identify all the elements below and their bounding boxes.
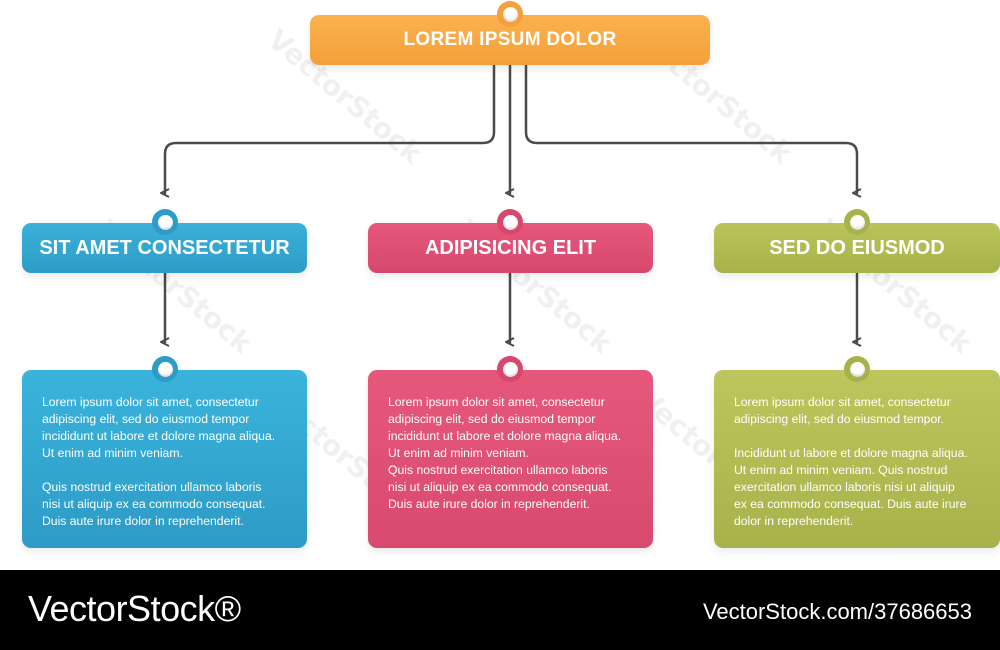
- root-pin-icon: [497, 1, 523, 27]
- category-pin-icon: [152, 209, 178, 235]
- description-pin-icon: [152, 356, 178, 382]
- description-box-sed-do: Lorem ipsum dolor sit amet, consectetur …: [714, 370, 1000, 548]
- connector-root-to-left: [160, 63, 496, 198]
- description-paragraph: Lorem ipsum dolor sit amet, consectetur …: [388, 395, 622, 511]
- category-label: ADIPISICING ELIT: [424, 236, 597, 259]
- description-box-sit-amet: Lorem ipsum dolor sit amet, consectetur …: [22, 370, 307, 548]
- footer-url: VectorStock.com/37686653: [702, 599, 972, 624]
- description-paragraph: Quis nostrud exercitation ullamco labori…: [42, 480, 266, 528]
- description-box-adipisicing: Lorem ipsum dolor sit amet, consectetur …: [368, 370, 653, 548]
- description-paragraph: Incididunt ut labore et dolore magna ali…: [734, 446, 968, 528]
- category-label: SIT AMET CONSECTETUR: [39, 236, 290, 259]
- category-pin-icon: [497, 209, 523, 235]
- connector-root-to-right: [524, 63, 862, 198]
- connector-lines: [160, 63, 862, 347]
- footer-bar: VectorStock® VectorStock.com/37686653: [0, 570, 1000, 650]
- category-pin-icon: [844, 209, 870, 235]
- root-node: LOREM IPSUM DOLOR: [310, 15, 710, 65]
- footer-logo: VectorStock®: [28, 588, 241, 629]
- description-paragraph: Lorem ipsum dolor sit amet, consectetur …: [734, 395, 951, 426]
- diagram-canvas: VectorStock VectorStock VectorStock Vect…: [22, 1, 1000, 548]
- description-paragraph: Lorem ipsum dolor sit amet, consectetur …: [42, 395, 276, 460]
- description-pin-icon: [844, 356, 870, 382]
- description-pin-icon: [497, 356, 523, 382]
- category-label: SED DO EIUSMOD: [769, 236, 945, 259]
- root-node-label: LOREM IPSUM DOLOR: [403, 29, 617, 50]
